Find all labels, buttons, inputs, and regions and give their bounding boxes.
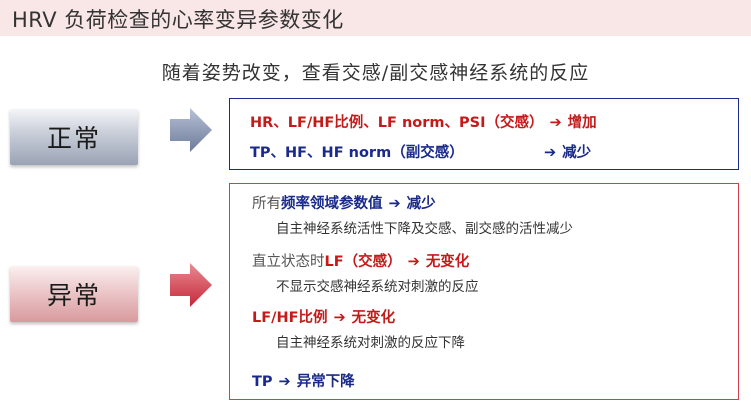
abnormal-item-1-result: 减少	[406, 196, 436, 212]
arrow-right-icon: ➔	[278, 374, 291, 390]
normal-line-2-outcome: ➔ 减少	[538, 141, 591, 162]
abnormal-item-1-bold: 频率领域参数值	[281, 196, 383, 212]
normal-line-1-result: 增加	[567, 115, 597, 131]
normal-panel: HR、LF/HF比例、LF norm、PSI（交感）➔增加 TP、HF、HF n…	[229, 98, 739, 170]
arrow-right-icon: ➔	[407, 254, 420, 270]
abnormal-item-2-prefix: 直立状态时	[252, 254, 325, 270]
normal-line-2-text: TP、HF、HF norm（副交感）	[250, 145, 464, 161]
abnormal-label-box: 异常	[10, 266, 138, 322]
abnormal-item-2-bold: LF（交感）	[324, 254, 402, 270]
abnormal-item-3-result: 无变化	[351, 310, 396, 326]
normal-line-1-text: HR、LF/HF比例、LF norm、PSI（交感）	[250, 115, 544, 131]
abnormal-label: 异常	[46, 281, 101, 310]
abnormal-item-4: TP ➔ 异常下降	[252, 370, 355, 391]
page-subtitle: 随着姿势改变，查看交感/副交感神经系统的反应	[161, 62, 590, 84]
arrow-right-icon	[170, 263, 212, 307]
arrow-right-icon: ➔	[549, 115, 562, 131]
abnormal-item-3-bold: LF/HF比例	[252, 310, 328, 326]
abnormal-item-2: 直立状态时LF（交感） ➔ 无变化	[252, 250, 469, 271]
abnormal-item-1: 所有频率领域参数值 ➔ 减少	[252, 192, 436, 213]
arrow-right-icon	[170, 108, 212, 152]
abnormal-item-1-desc: 自主神经系统活性下降及交感、副交感的活性减少	[276, 221, 573, 237]
arrow-right-icon: ➔	[333, 310, 346, 326]
page-title: HRV 负荷检查的心率变异参数变化	[12, 8, 344, 32]
abnormal-item-3-desc: 自主神经系统对刺激的反应下降	[276, 335, 465, 351]
normal-label: 正常	[46, 124, 101, 153]
abnormal-item-2-desc: 不显示交感神经系统对刺激的反应	[276, 279, 479, 295]
abnormal-item-1-prefix: 所有	[252, 196, 281, 212]
abnormal-item-3: LF/HF比例 ➔ 无变化	[252, 306, 395, 327]
normal-line-2: TP、HF、HF norm（副交感）	[250, 141, 464, 162]
abnormal-item-4-bold: TP	[252, 374, 273, 390]
normal-line-2-result: 减少	[562, 145, 592, 161]
arrow-right-icon: ➔	[388, 196, 401, 212]
abnormal-item-2-result: 无变化	[425, 254, 470, 270]
abnormal-panel: 所有频率领域参数值 ➔ 减少 自主神经系统活性下降及交感、副交感的活性减少 直立状态…	[229, 183, 739, 400]
abnormal-item-4-result: 异常下降	[296, 374, 355, 390]
title-bar: HRV 负荷检查的心率变异参数变化	[0, 0, 751, 36]
normal-label-box: 正常	[10, 109, 138, 165]
normal-line-1: HR、LF/HF比例、LF norm、PSI（交感） ➔ 增加	[250, 111, 597, 132]
arrow-right-icon: ➔	[544, 145, 557, 161]
